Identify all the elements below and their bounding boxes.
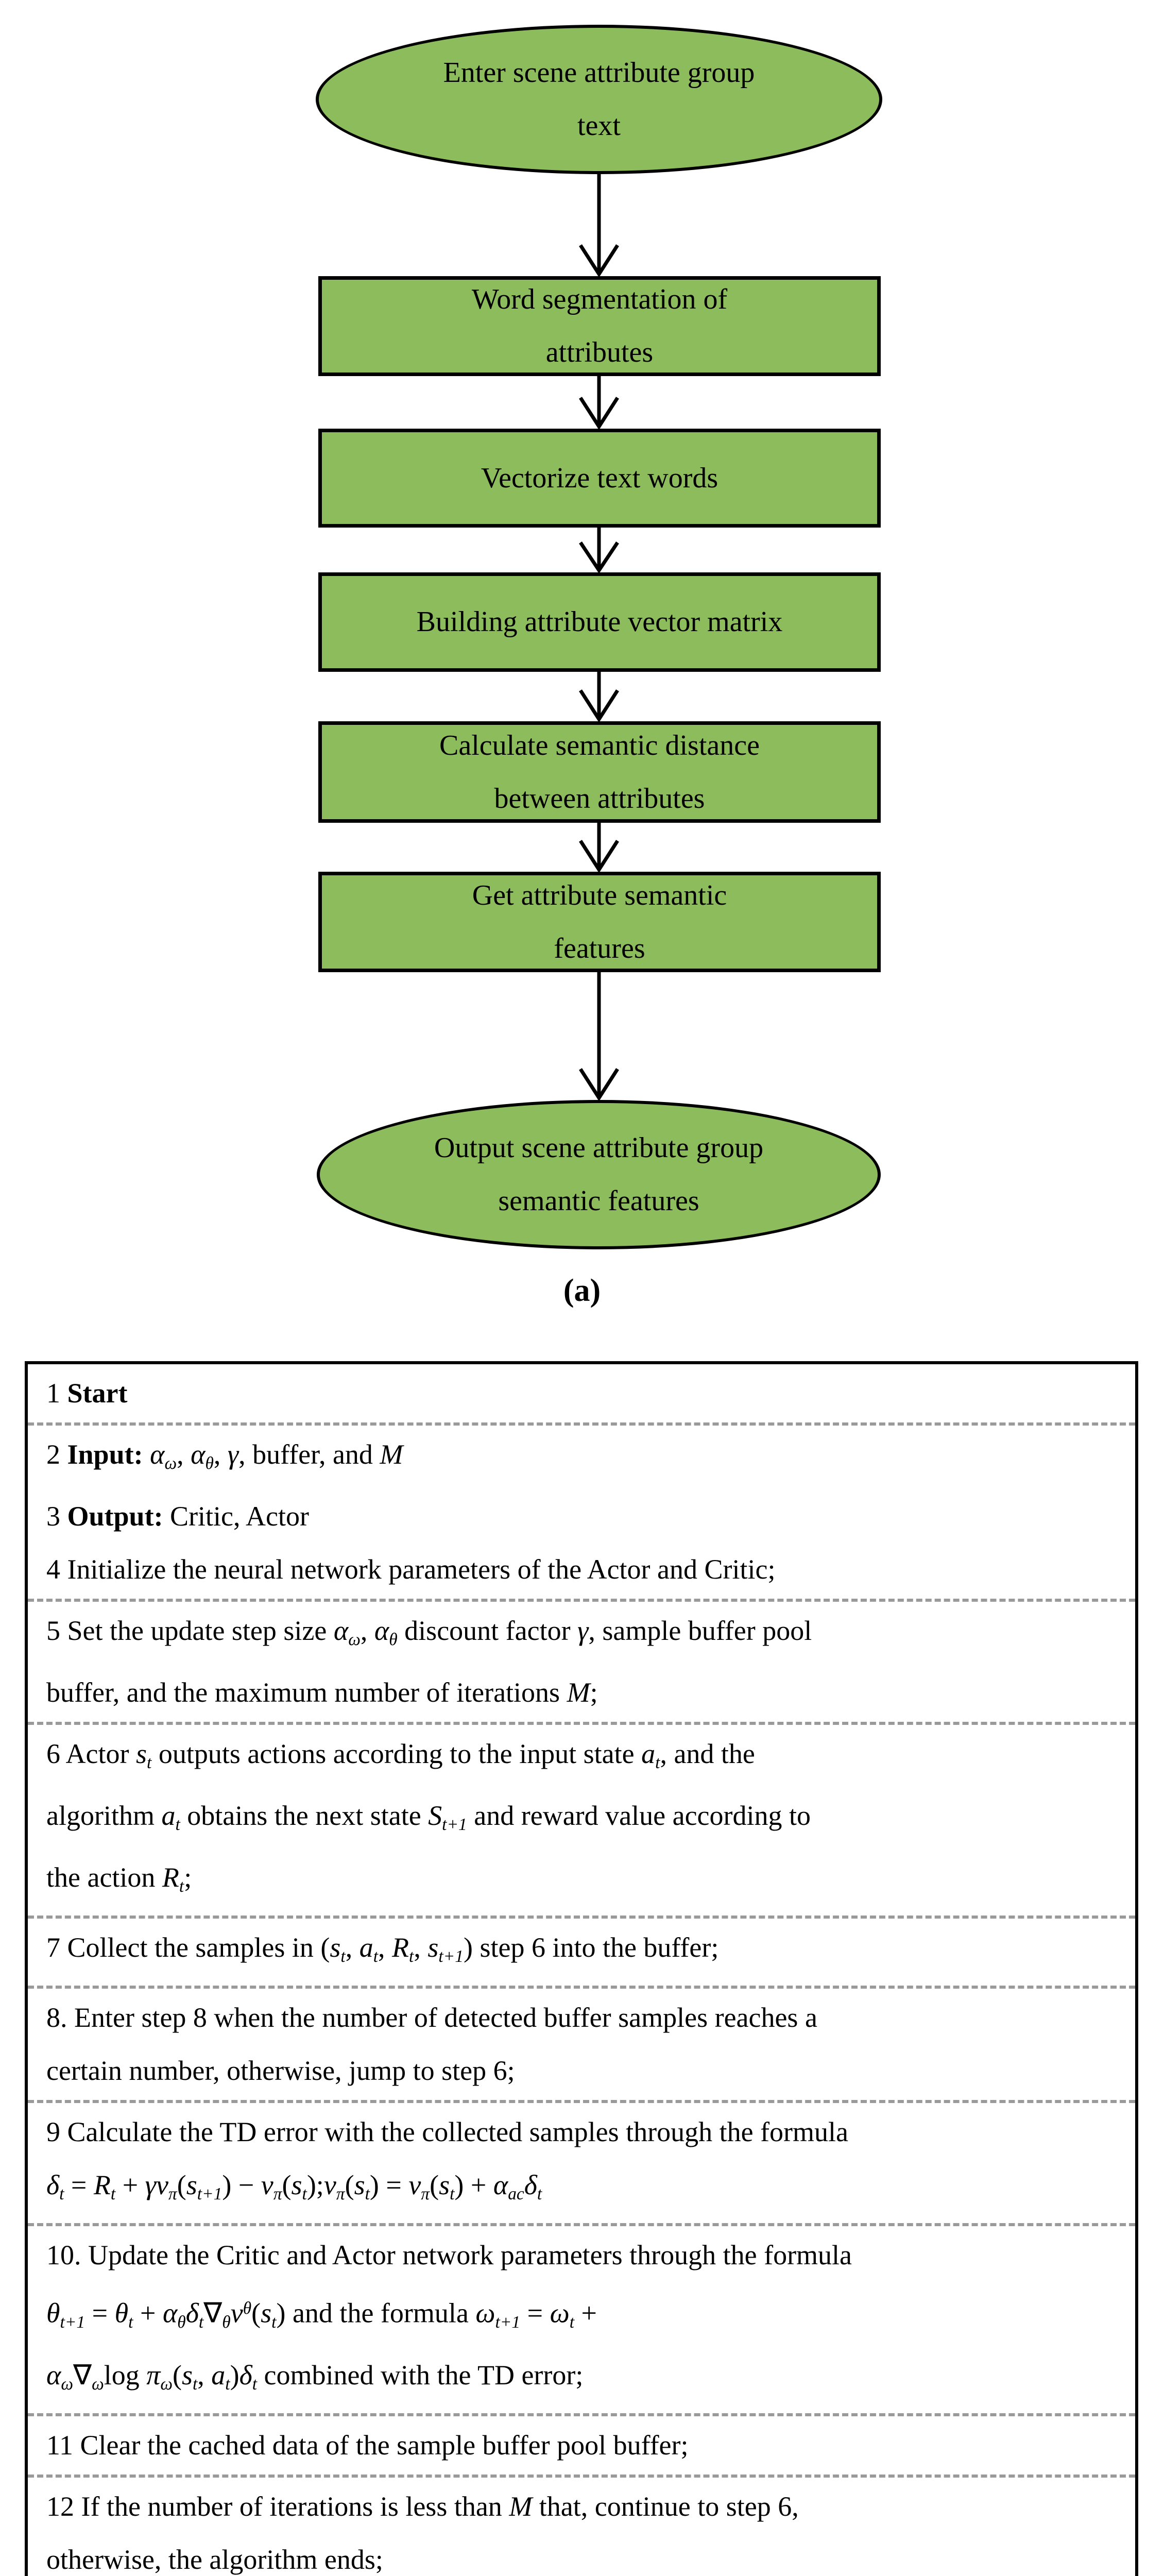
algorithm-row: 11 Clear the cached data of the sample b… bbox=[28, 2413, 1135, 2475]
algorithm-line: 2 Input: αω, αθ, γ, buffer, and M bbox=[46, 1439, 403, 1473]
flow-arrow-down-icon bbox=[579, 823, 619, 872]
algorithm-line: 1 Start bbox=[46, 1378, 128, 1409]
algorithm-line: 11 Clear the cached data of the sample b… bbox=[46, 2430, 689, 2461]
flowchart-node-text: Output scene attribute group semantic fe… bbox=[434, 1132, 764, 1217]
algorithm-row: 5 Set the update step size αω, αθ discou… bbox=[28, 1599, 1135, 1722]
flowchart-node-text: Vectorize text words bbox=[481, 462, 718, 494]
algorithm-line: algorithm at obtains the next state St+1… bbox=[46, 1800, 811, 1835]
flowchart-node-text: Enter scene attribute group text bbox=[443, 57, 755, 142]
algorithm-line: αω∇ωlog πω(st, at)δt combined with the T… bbox=[46, 2359, 584, 2394]
flowchart-start-ellipse: Enter scene attribute group text bbox=[316, 25, 882, 174]
flowchart-box-semantic-distance: Calculate semantic distance between attr… bbox=[318, 721, 881, 823]
algorithm-line: the action Rt; bbox=[46, 1862, 192, 1896]
algorithm-line: 6 Actor st outputs actions according to … bbox=[46, 1738, 755, 1773]
flow-arrow-down-icon bbox=[579, 174, 619, 276]
panel-a-label: (a) bbox=[563, 1273, 601, 1308]
algorithm-line: 7 Collect the samples in (st, at, Rt, st… bbox=[46, 1932, 719, 1967]
algorithm-row: 12 If the number of iterations is less t… bbox=[28, 2475, 1135, 2576]
algorithm-line: θt+1 = θt + αθδt∇θvθ(st) and the formula… bbox=[46, 2297, 597, 2332]
flowchart-box-word-segmentation: Word segmentation of attributes bbox=[318, 276, 881, 376]
flowchart-box-get-features: Get attribute semantic features bbox=[318, 872, 881, 972]
flowchart-box-vectorize: Vectorize text words bbox=[318, 429, 881, 528]
algorithm-row: 2 Input: αω, αθ, γ, buffer, and M 3 Outpu… bbox=[28, 1422, 1135, 1599]
algorithm-table: 1 Start 2 Input: αω, αθ, γ, buffer, and M… bbox=[25, 1361, 1138, 2576]
algorithm-line: otherwise, the algorithm ends; bbox=[46, 2544, 383, 2575]
flowchart-end-ellipse: Output scene attribute group semantic fe… bbox=[317, 1100, 881, 1249]
flow-arrow-down-icon bbox=[579, 972, 619, 1100]
algorithm-line: 5 Set the update step size αω, αθ discou… bbox=[46, 1615, 812, 1650]
algorithm-line: 3 Output: Critic, Actor bbox=[46, 1501, 309, 1532]
flowchart-node-text: Word segmentation of attributes bbox=[471, 283, 728, 368]
flowchart-box-building-matrix: Building attribute vector matrix bbox=[318, 572, 881, 672]
algorithm-row: 10. Update the Critic and Actor network … bbox=[28, 2223, 1135, 2413]
algorithm-line: 12 If the number of iterations is less t… bbox=[46, 2491, 799, 2522]
flowchart-node-text: Get attribute semantic features bbox=[472, 879, 727, 964]
algorithm-row: 6 Actor st outputs actions according to … bbox=[28, 1722, 1135, 1916]
algorithm-line: buffer, and the maximum number of iterat… bbox=[46, 1677, 598, 1708]
algorithm-line: 4 Initialize the neural network paramete… bbox=[46, 1554, 776, 1585]
algorithm-row: 9 Calculate the TD error with the collec… bbox=[28, 2100, 1135, 2223]
algorithm-line: 9 Calculate the TD error with the collec… bbox=[46, 2116, 849, 2148]
algorithm-line: certain number, otherwise, jump to step … bbox=[46, 2055, 515, 2087]
algorithm-row: 8. Enter step 8 when the number of detec… bbox=[28, 1986, 1135, 2100]
flow-arrow-down-icon bbox=[579, 672, 619, 721]
algorithm-row: 7 Collect the samples in (st, at, Rt, st… bbox=[28, 1916, 1135, 1986]
flow-arrow-down-icon bbox=[579, 528, 619, 572]
flow-arrow-down-icon bbox=[579, 376, 619, 429]
algorithm-line: 8. Enter step 8 when the number of detec… bbox=[46, 2002, 817, 2033]
algorithm-line: 10. Update the Critic and Actor network … bbox=[46, 2240, 852, 2271]
algorithm-row: 1 Start bbox=[28, 1364, 1135, 1422]
flowchart-node-text: Building attribute vector matrix bbox=[416, 606, 783, 638]
flowchart-node-text: Calculate semantic distance between attr… bbox=[439, 729, 760, 815]
algorithm-line: δt = Rt + γvπ(st+1) − vπ(st);vπ(st) = vπ… bbox=[46, 2170, 542, 2204]
